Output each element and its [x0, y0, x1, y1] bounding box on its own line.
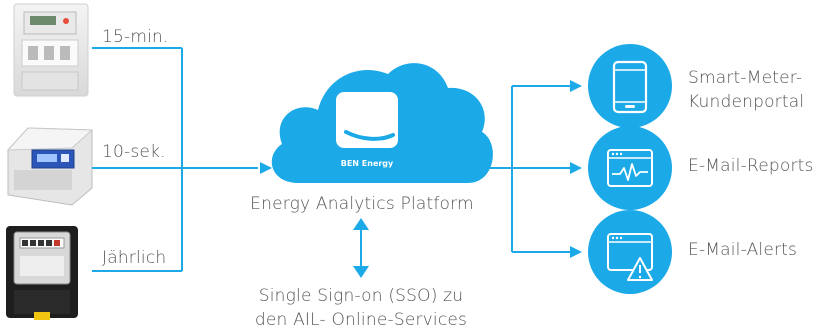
output-connectors: [448, 85, 570, 253]
source-label-jaehrlich: Jährlich: [102, 248, 167, 268]
output-arrowhead-2: [570, 162, 582, 174]
sso-double-arrow: [353, 218, 369, 278]
source-label-10sek: 10-sek.: [102, 142, 166, 162]
output-label-reports: E-Mail-Reports: [688, 156, 814, 176]
output-label-alerts: E-Mail-Alerts: [688, 240, 798, 260]
browser-alert-icon: [588, 210, 672, 294]
brand-logo: BEN Energy: [341, 159, 394, 168]
ferraris-meter-icon: [6, 226, 78, 320]
cloud-icon: [271, 63, 493, 184]
output-arrowhead-1: [570, 80, 582, 92]
sso-label: Single Sign-on (SSO) zu den AIL- Online-…: [254, 286, 468, 330]
browser-chart-icon: [588, 126, 672, 210]
output-label-kundenportal: Smart-Meter-Kundenportal: [688, 68, 805, 112]
output-arrowhead-3: [570, 246, 582, 258]
input-arrowhead: [260, 162, 272, 174]
input-connectors: [92, 47, 258, 272]
source-label-15min: 15-min.: [102, 27, 169, 47]
smartphone-icon: [588, 44, 672, 128]
platform-label: Energy Analytics Platform: [250, 194, 474, 214]
din-rail-meter-icon: [6, 127, 94, 206]
smart-meter-icon: [13, 3, 89, 97]
